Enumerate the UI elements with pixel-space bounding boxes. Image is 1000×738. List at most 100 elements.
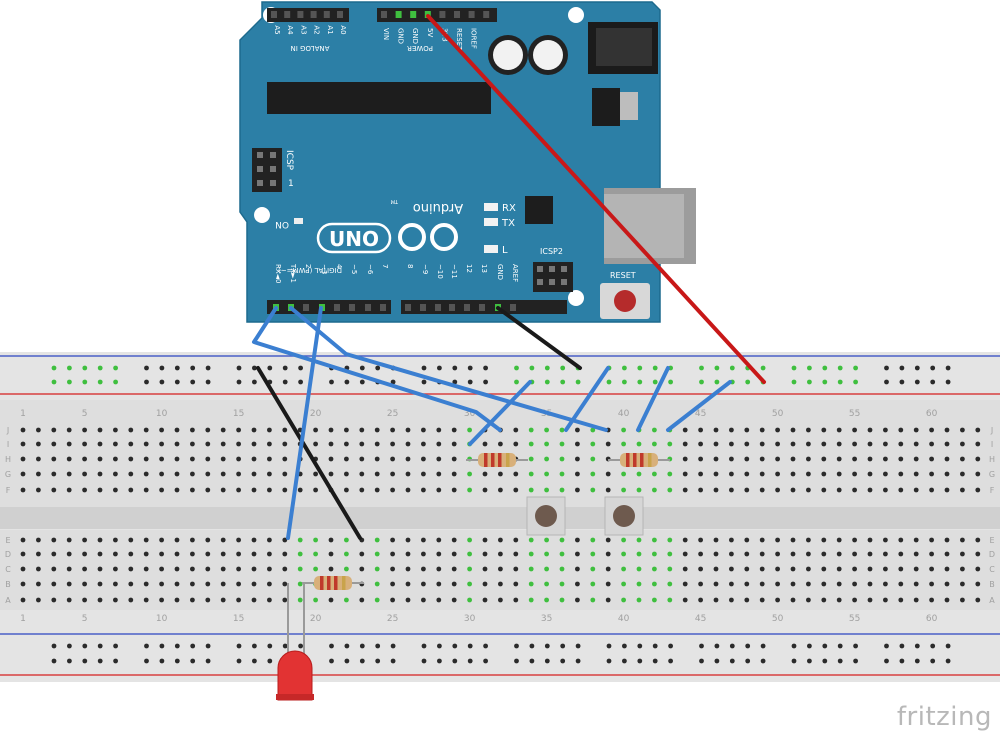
resistor-band (491, 453, 495, 467)
terminal-hole (513, 537, 519, 543)
resistor-band (640, 453, 644, 467)
rail-hole (622, 658, 627, 664)
digital-header-pin (405, 304, 411, 311)
terminal-hole (390, 551, 395, 557)
rail-hole (945, 365, 951, 371)
terminal-hole (421, 566, 426, 572)
terminal-hole (682, 487, 688, 493)
terminal-hole (498, 566, 503, 572)
terminal-hole (451, 581, 457, 587)
terminal-hole (190, 441, 195, 447)
terminal-hole (359, 427, 365, 433)
terminal-hole (944, 566, 950, 572)
terminal-hole (929, 537, 934, 543)
terminal-hole (960, 581, 965, 587)
terminal-hole (328, 537, 334, 543)
rail-hole (344, 643, 350, 649)
terminal-hole (220, 566, 226, 572)
terminal-hole (36, 581, 41, 587)
terminal-hole (236, 597, 242, 603)
column-number-top: 25 (387, 409, 398, 419)
terminal-hole (590, 471, 596, 477)
terminal-hole (344, 551, 349, 557)
resistor-band (633, 453, 637, 467)
terminal-hole (143, 566, 149, 572)
terminal-hole (929, 566, 934, 572)
terminal-hole (713, 581, 719, 587)
led (276, 583, 314, 701)
terminal-hole (806, 441, 811, 447)
terminal-hole (744, 597, 750, 603)
rail-hole (699, 379, 704, 385)
terminal-hole (405, 537, 411, 543)
rail-hole (252, 379, 257, 385)
led-dome (277, 650, 313, 701)
rail-hole (437, 365, 442, 371)
terminal-hole (852, 537, 857, 543)
rail-hole (359, 643, 365, 649)
terminal-hole (913, 456, 919, 462)
terminal-hole (744, 427, 750, 433)
terminal-hole (759, 597, 765, 603)
digital-pin-label: RX◄0 (274, 264, 282, 284)
terminal-hole (821, 427, 827, 433)
terminal-hole (960, 487, 965, 493)
rail-hole (298, 643, 303, 649)
terminal-hole (944, 427, 950, 433)
terminal-hole (960, 597, 965, 603)
terminal-hole (682, 456, 688, 462)
terminal-hole (251, 427, 257, 433)
terminal-hole (359, 441, 365, 447)
terminal-hole (636, 581, 642, 587)
rail-hole (467, 365, 473, 371)
rail-hole (544, 643, 550, 649)
rail-hole (437, 658, 442, 664)
column-number-bottom: 10 (156, 614, 168, 624)
terminal-hole (913, 537, 919, 543)
terminal-hole (883, 597, 888, 603)
terminal-hole (467, 566, 472, 572)
terminal-hole (451, 551, 457, 557)
terminal-hole (605, 471, 611, 477)
terminal-hole (698, 597, 703, 603)
resistor-band (498, 453, 502, 467)
icsp-pin (257, 180, 263, 186)
terminal-hole (559, 456, 565, 462)
row-label-left: D (5, 550, 11, 559)
terminal-hole (482, 597, 488, 603)
rail-hole (359, 365, 365, 371)
rail-hole (390, 658, 396, 664)
terminal-hole (867, 566, 873, 572)
status-led (484, 203, 498, 211)
rail-hole (267, 365, 273, 371)
rail-hole (930, 643, 936, 649)
terminal-hole (282, 441, 288, 447)
terminal-hole (220, 597, 226, 603)
terminal-hole (405, 441, 411, 447)
terminal-hole (282, 581, 288, 587)
header-pin (410, 11, 417, 18)
terminal-hole (590, 456, 596, 462)
terminal-hole (775, 487, 780, 493)
terminal-hole (775, 566, 780, 572)
terminal-hole (821, 551, 827, 557)
icsp2-pin (549, 279, 555, 285)
terminal-hole (806, 456, 811, 462)
rail-hole (113, 365, 118, 371)
rail-hole (714, 365, 720, 371)
terminal-hole (190, 427, 195, 433)
rail-hole (282, 379, 288, 385)
digital-pin-label: GND (496, 264, 504, 280)
terminal-hole (82, 537, 87, 543)
terminal-hole (143, 441, 149, 447)
rail-hole (483, 643, 488, 649)
terminal-hole (51, 537, 57, 543)
terminal-hole (698, 427, 703, 433)
terminal-hole (113, 427, 118, 433)
rail-hole (344, 658, 350, 664)
rail-hole (560, 643, 566, 649)
terminal-hole (359, 456, 365, 462)
terminal-hole (113, 537, 118, 543)
terminal-hole (97, 581, 103, 587)
mounting-hole (568, 290, 584, 306)
